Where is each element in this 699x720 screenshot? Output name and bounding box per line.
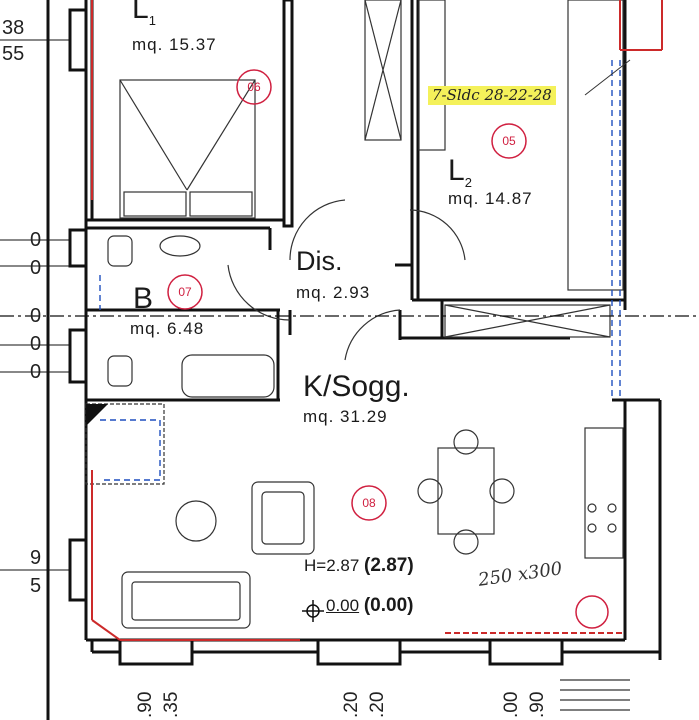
room-tags xyxy=(167,69,609,629)
room-k-name: K/Sogg. xyxy=(303,370,410,403)
bottom-dim: .00 xyxy=(501,691,522,718)
left-dim: 0 xyxy=(30,229,42,251)
left-dim: 38 xyxy=(2,17,25,39)
room-l1-tag: 06 xyxy=(247,80,261,94)
left-dim: 5 xyxy=(30,575,42,597)
room-l1-area: mq. 15.37 xyxy=(132,35,217,54)
height-label: H=2.87 (2.87) xyxy=(304,555,414,576)
room-k-area: mq. 31.29 xyxy=(303,407,388,426)
left-dim: 0 xyxy=(30,305,42,327)
left-dim: 0 xyxy=(30,333,42,355)
room-b-name: B xyxy=(133,282,154,315)
room-l1-name: L1 xyxy=(132,0,156,28)
left-dim: 55 xyxy=(2,43,25,65)
bottom-dim: .35 xyxy=(161,691,182,718)
dim-ticks-left xyxy=(0,39,70,571)
highlight-note: 7-Sldc 28-22-28 xyxy=(428,86,556,105)
entry-marker xyxy=(86,404,108,426)
room-l2-tag: 05 xyxy=(502,134,516,148)
red-markings xyxy=(91,0,663,641)
left-dim: 0 xyxy=(30,361,42,383)
bottom-dim: .90 xyxy=(135,691,156,718)
bottom-dim: .20 xyxy=(341,691,362,718)
bottom-dim: .90 xyxy=(527,691,548,718)
room-b-area: mq. 6.48 xyxy=(130,319,205,338)
highlight-pointer xyxy=(584,59,631,96)
room-l2-name: L2 xyxy=(448,154,472,190)
room-dis-name: Dis. xyxy=(296,246,343,276)
room-b-tag: 07 xyxy=(178,285,192,299)
blue-markings xyxy=(99,60,621,481)
room-k-tag: 08 xyxy=(362,496,376,510)
level-label: 0.00 (0.00) xyxy=(326,595,414,616)
room-l2-area: mq. 14.87 xyxy=(448,189,533,208)
level-marker xyxy=(302,600,324,622)
bottom-dim: .20 xyxy=(367,691,388,718)
left-dim: 9 xyxy=(30,547,42,569)
walls xyxy=(46,0,662,720)
furniture xyxy=(85,0,630,711)
left-dim: 0 xyxy=(30,257,42,279)
room-dis-area: mq. 2.93 xyxy=(296,283,371,302)
